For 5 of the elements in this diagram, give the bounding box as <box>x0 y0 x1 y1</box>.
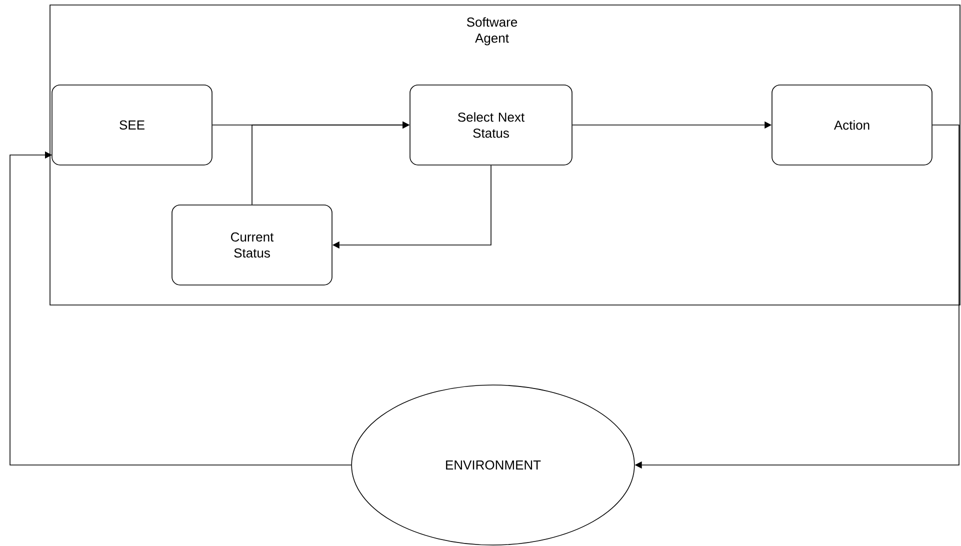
process-box: Action <box>772 84 932 166</box>
arrow <box>10 151 352 466</box>
process-box: Current Status <box>172 204 332 286</box>
process-box: Select Next Status <box>410 84 572 166</box>
process-box: SEE <box>52 84 212 166</box>
